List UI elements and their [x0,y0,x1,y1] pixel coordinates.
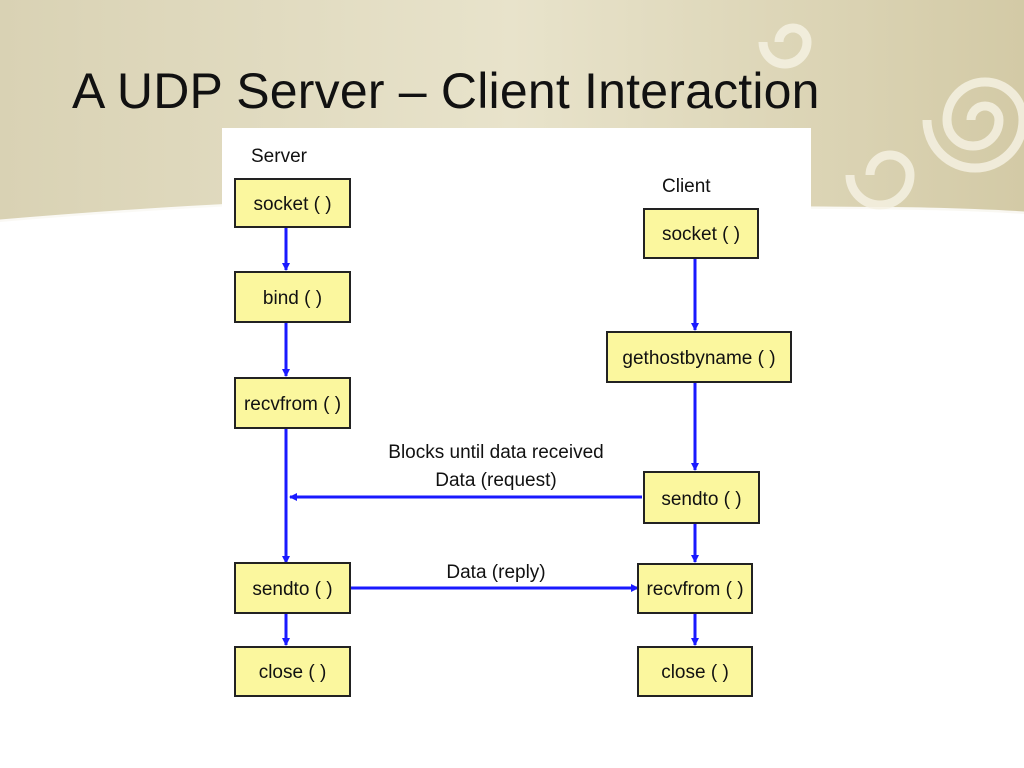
server-step-recvfrom: recvfrom ( ) [234,377,351,429]
client-step-gethostbyname: gethostbyname ( ) [606,331,792,383]
server-step-bind: bind ( ) [234,271,351,323]
client-step-close: close ( ) [637,646,753,697]
swirl-ornament [758,23,1024,210]
client-step-label: recvfrom ( ) [646,579,743,600]
client-step-label: gethostbyname ( ) [622,348,775,369]
client-step-label: sendto ( ) [661,489,741,510]
client-step-recvfrom: recvfrom ( ) [637,563,753,614]
server-step-socket: socket ( ) [234,178,351,228]
slide-title: A UDP Server – Client Interaction [72,63,820,119]
server-step-close: close ( ) [234,646,351,697]
server-step-sendto: sendto ( ) [234,562,351,614]
reply-message-label: Data (reply) [446,562,545,583]
server-step-label: bind ( ) [263,288,322,309]
server-step-label: socket ( ) [253,194,331,215]
request-note-label: Blocks until data received [388,442,603,463]
client-step-sendto: sendto ( ) [643,471,760,524]
server-lane-label: Server [251,146,308,167]
client-lane-label: Client [662,176,711,197]
client-step-socket: socket ( ) [643,208,759,259]
server-step-label: recvfrom ( ) [244,394,341,415]
client-step-label: socket ( ) [662,224,740,245]
server-step-label: sendto ( ) [252,579,332,600]
server-step-label: close ( ) [259,662,327,683]
request-message-label: Data (request) [435,470,556,491]
client-step-label: close ( ) [661,662,729,683]
